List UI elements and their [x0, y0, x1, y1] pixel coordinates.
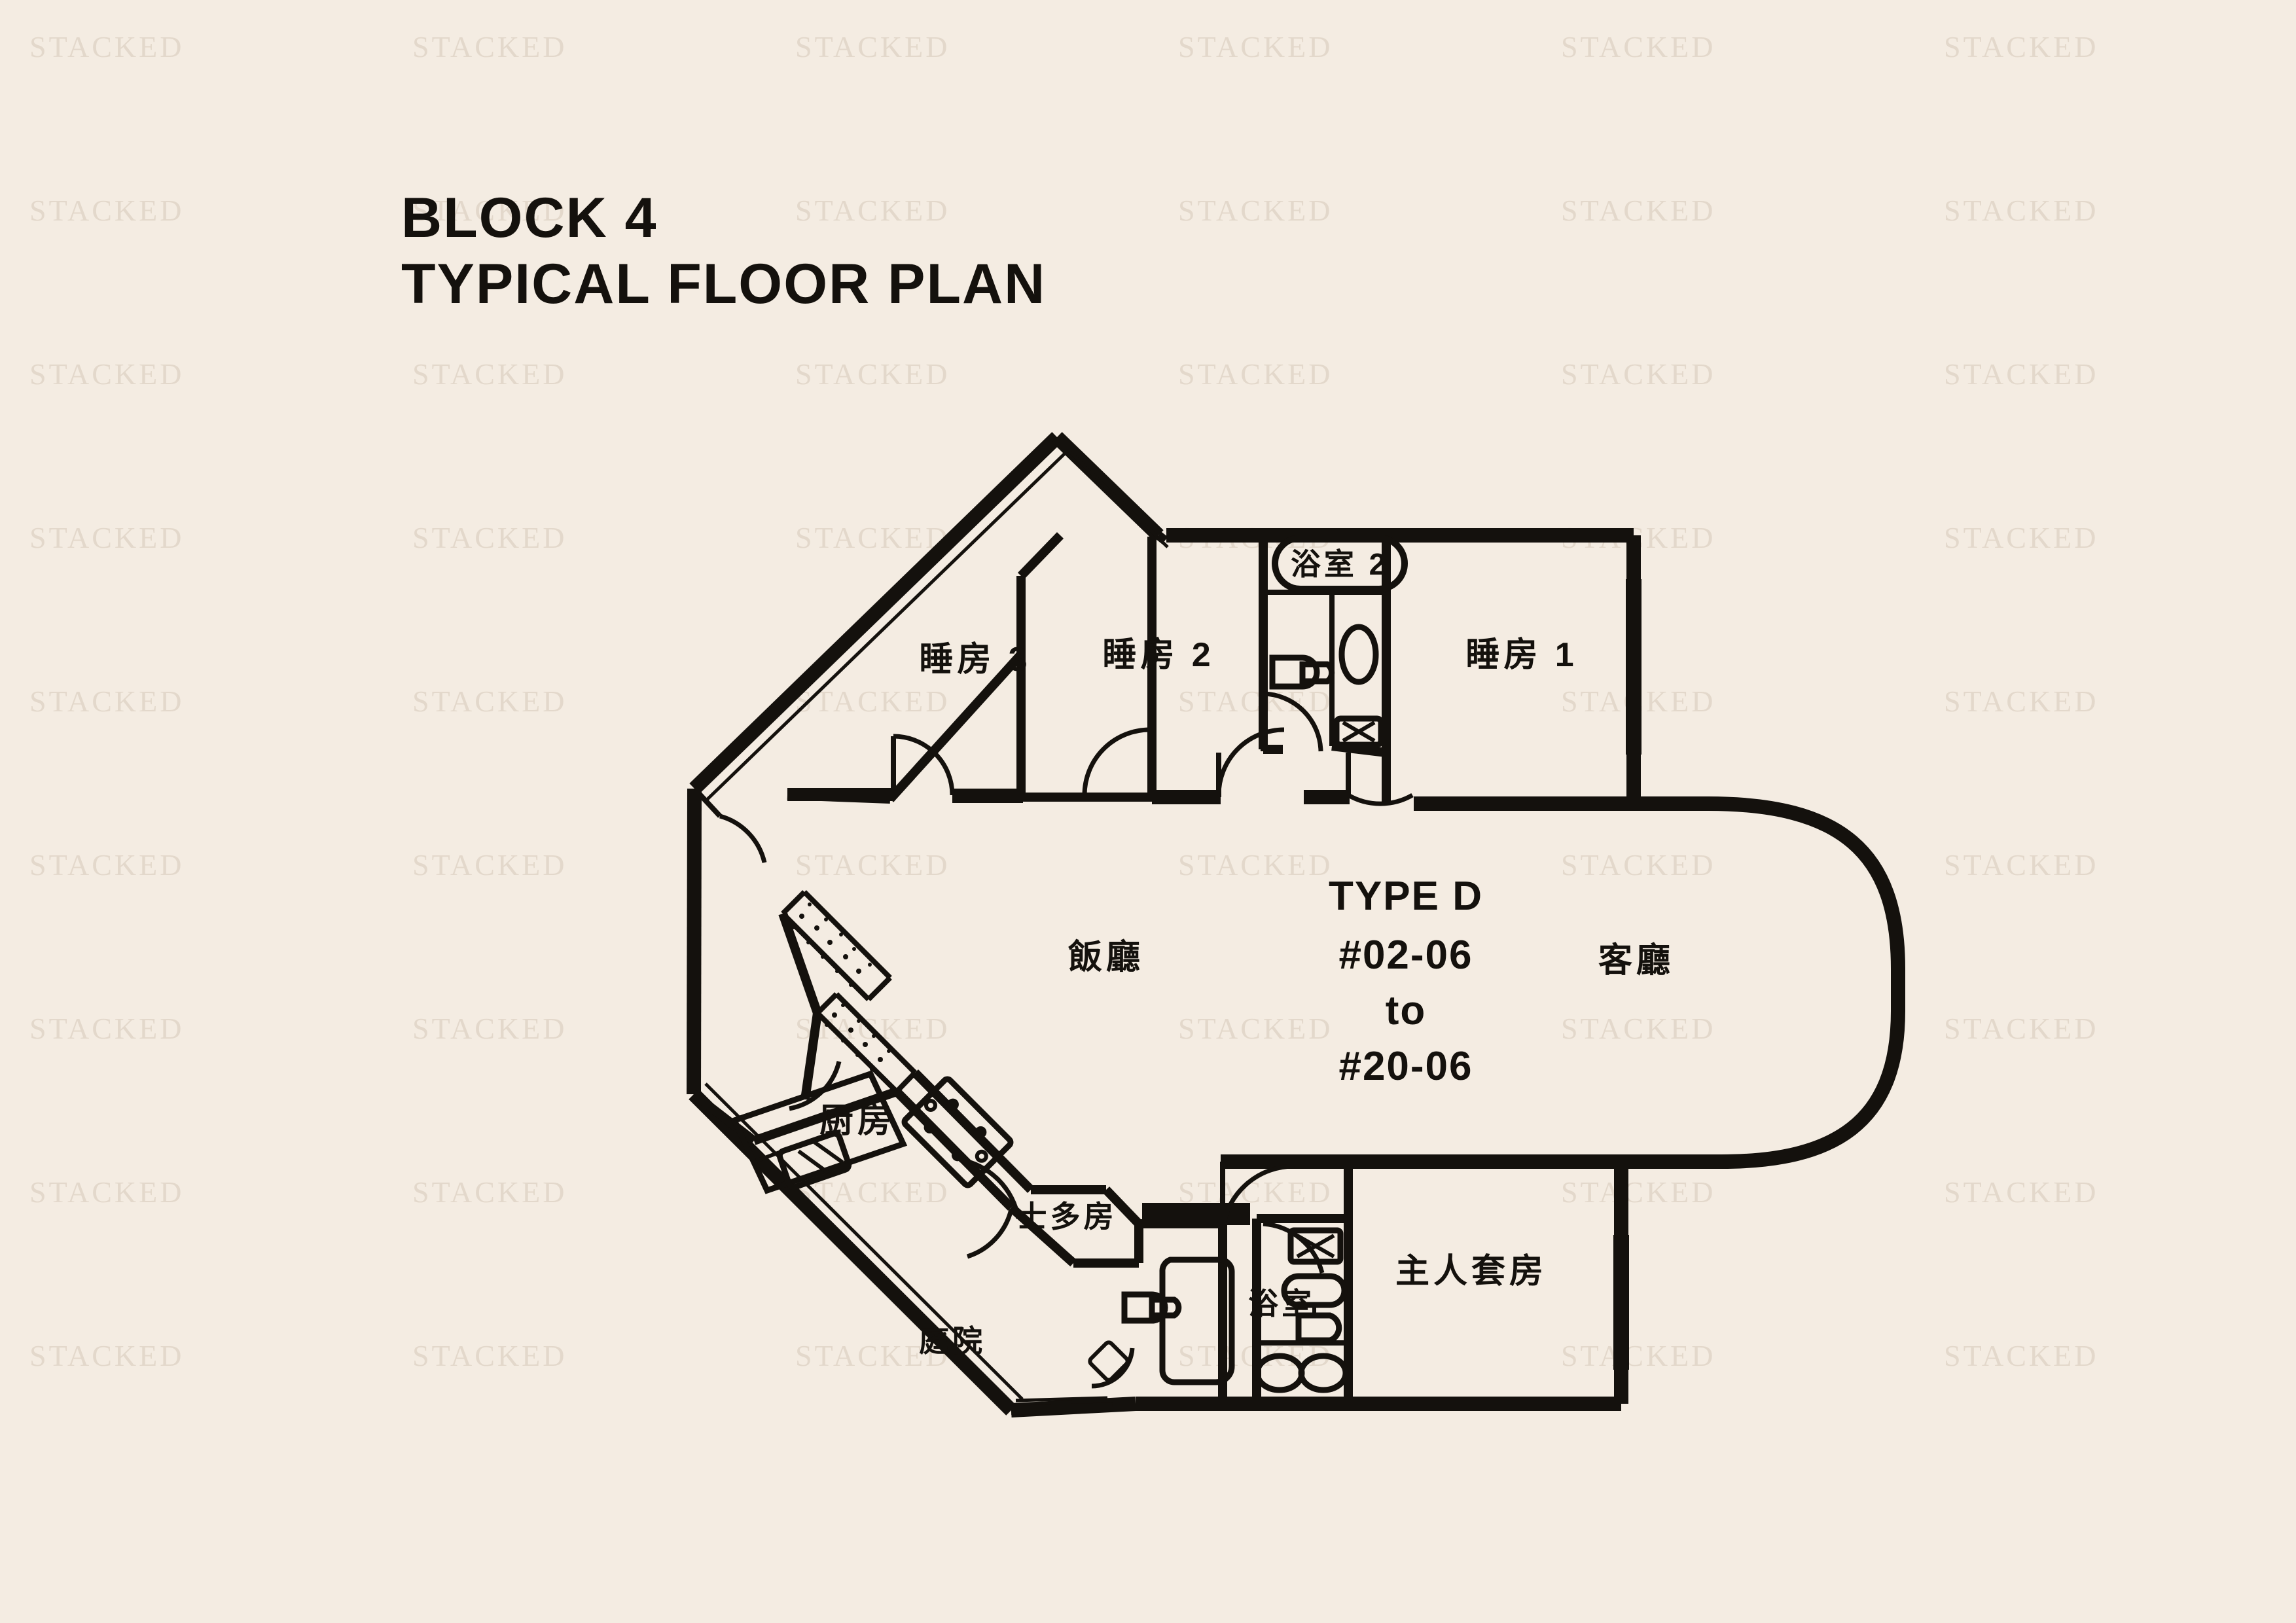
kitchen-partition-lower	[816, 992, 917, 1094]
room-label-bedroom2: 睡房 2	[1102, 636, 1214, 674]
unit-type-block: TYPE D #02-06 to #20-06	[1329, 874, 1483, 1089]
master-hob-vent-icon	[1287, 1227, 1344, 1265]
master-bathtub-icon	[1159, 1257, 1235, 1385]
room-label-bedroom3: 睡房 3	[919, 641, 1031, 679]
room-label-master-suite: 主人套房	[1395, 1253, 1547, 1291]
page-title: BLOCK 4 TYPICAL FLOOR PLAN	[401, 185, 1046, 318]
bath2-basin-icon	[1333, 715, 1384, 748]
room-label-bedroom1: 睡房 1	[1465, 636, 1577, 674]
exterior-walls	[687, 432, 1906, 1418]
yard-fixture-icon	[1088, 1340, 1130, 1382]
unit-range-start: #02-06	[1338, 933, 1473, 978]
title-line-2: TYPICAL FLOOR PLAN	[401, 253, 1047, 316]
bathroom2-fixtures	[1269, 624, 1384, 748]
unit-range-end: #20-06	[1338, 1044, 1473, 1089]
master-bath-fixtures	[1088, 1227, 1349, 1393]
kitchen-sink-icon	[776, 1130, 852, 1190]
room-label-master-bath: 浴室	[1248, 1287, 1315, 1321]
title-line-1: BLOCK 4	[401, 187, 658, 249]
bath2-tub-icon	[1338, 624, 1379, 685]
room-label-bathroom2: 浴室 2	[1291, 547, 1389, 581]
room-label-living: 客廳	[1598, 942, 1674, 980]
master-basin-left-icon	[1254, 1353, 1349, 1393]
solid-wall-segments	[787, 788, 1634, 1225]
kitchen-hob-icon	[901, 1076, 1014, 1188]
room-label-yard: 庭院	[919, 1324, 986, 1358]
room-label-store: 士多房	[1017, 1200, 1117, 1234]
entry-door	[1011, 1396, 1113, 1415]
master-basin-right-icon	[1281, 1273, 1348, 1344]
bathroom2-label-box	[1272, 535, 1408, 592]
kitchen-partition-upper	[781, 890, 892, 1001]
unit-range-connector: to	[1386, 988, 1427, 1033]
room-label-kitchen: 厨房	[819, 1102, 895, 1140]
unit-type-label: TYPE D	[1329, 874, 1483, 919]
bath2-wc-icon	[1269, 654, 1335, 690]
kitchen-fixtures	[730, 1070, 1014, 1194]
master-wc-icon	[1121, 1291, 1182, 1324]
room-labels: 睡房 3 睡房 2 睡房 1 浴室 2 飯廳 客廳 厨房 士多房 庭院 浴室 主…	[819, 535, 1674, 1358]
room-label-dining: 飯廳	[1068, 938, 1144, 976]
